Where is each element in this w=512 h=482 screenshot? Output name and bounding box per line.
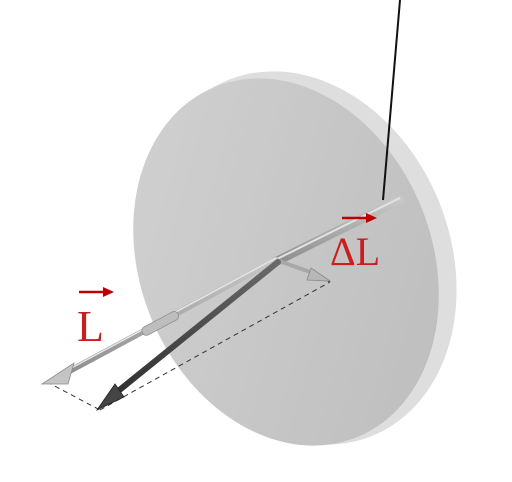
l-overline-arrow-icon — [79, 287, 114, 297]
axle — [270, 195, 405, 267]
delta-l-overline-arrow-icon — [342, 213, 377, 223]
delta-l-label: ΔL — [330, 229, 380, 274]
l-label: L — [77, 302, 104, 351]
suspension-string — [382, 0, 401, 201]
axle-hub — [141, 311, 179, 336]
resultant-vector-arrow — [95, 259, 281, 412]
delta-l-vector-arrow — [275, 258, 332, 282]
l-vector-arrow — [40, 257, 279, 385]
